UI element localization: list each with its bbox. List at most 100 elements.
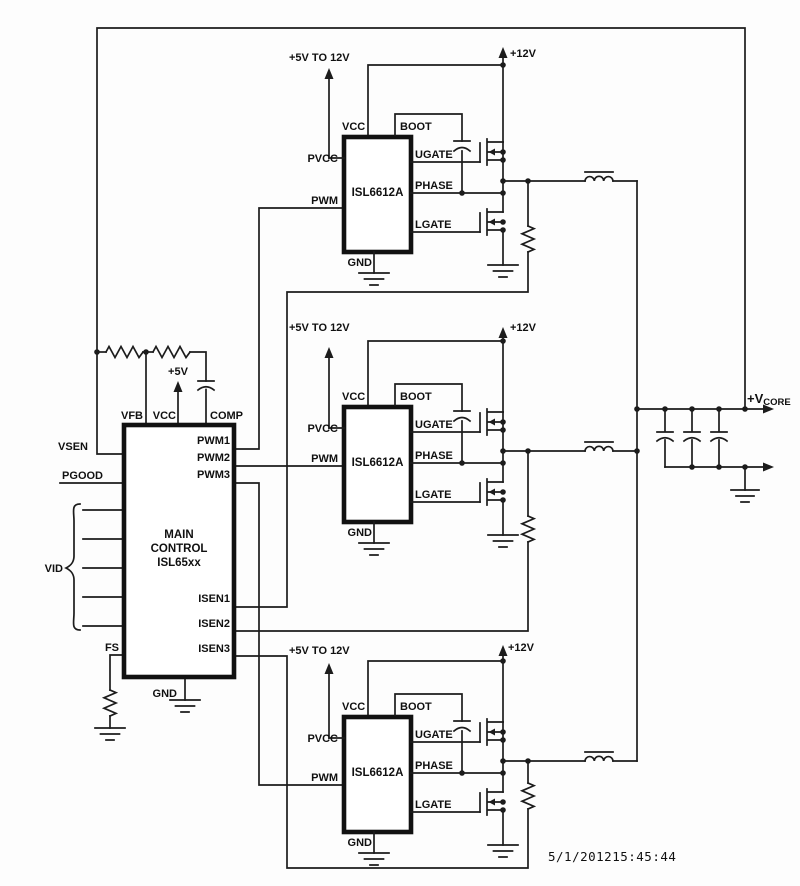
pvcc-supply-label-3: +5V TO 12V — [289, 645, 350, 657]
plus12v-arrow-icon — [498, 645, 508, 656]
pin-label-pvcc: PVCC — [307, 153, 338, 165]
vcc-tie-wire — [367, 340, 504, 408]
lower-mosfet — [479, 788, 504, 816]
vid-brace — [64, 503, 81, 631]
vsen-feedback-wire — [96, 27, 746, 455]
controller-left-pins — [59, 482, 126, 741]
pin-label-vsen: VSEN — [58, 441, 88, 453]
driver-ic-name: ISL6612A — [352, 187, 404, 199]
driver-ic-body — [341, 714, 414, 835]
mosfet-arrow-icon — [488, 148, 495, 156]
fs-resistor — [101, 688, 119, 718]
pin-label-pgood: PGOOD — [62, 470, 103, 482]
comp-capacitor — [196, 380, 216, 392]
pin-label-pvcc: PVCC — [307, 423, 338, 435]
driver-block-2: VCC BOOT PVCC UGATE PHASE LGATE GND ISL6… — [307, 383, 638, 556]
pin-label-phase: PHASE — [415, 760, 453, 772]
vcore-label: +VCORE — [747, 391, 791, 408]
isen1-resistor — [519, 224, 537, 254]
pin-label-pwm2: PWM2 — [197, 452, 230, 464]
upper-mosfet — [479, 138, 504, 166]
pvcc-arrow-icon — [324, 68, 334, 79]
boot-capacitor — [452, 140, 472, 194]
pin-label-vfb: VFB — [121, 410, 143, 422]
isen1-wire — [233, 251, 529, 608]
pin-label-gnd: GND — [153, 688, 178, 700]
boot-wire — [394, 113, 463, 142]
pin-label-lgate: LGATE — [415, 799, 451, 811]
ground-symbol — [358, 272, 390, 286]
vcc-supply-label-1: +12V — [510, 48, 537, 60]
pwm-label-2: PWM — [311, 453, 338, 465]
inductor — [584, 751, 614, 762]
ground-symbol — [358, 852, 390, 866]
isen-routing — [233, 180, 537, 869]
pin-label-ugate: UGATE — [415, 729, 453, 741]
phase3-supplies — [324, 645, 508, 739]
pin-label-phase: PHASE — [415, 180, 453, 192]
timestamp: 5/1/201215:45:44 — [548, 849, 676, 864]
driver-ic-name: ISL6612A — [352, 457, 404, 469]
driver-ic-body — [341, 134, 414, 255]
pvcc-supply-label-2: +5V TO 12V — [289, 322, 350, 334]
isen2-wire — [233, 541, 529, 632]
phase2-supplies — [324, 327, 508, 429]
isen3-resistor — [519, 781, 537, 811]
controller-name-line1: MAIN — [164, 529, 193, 541]
controller-bottom — [169, 676, 201, 713]
ground-symbol — [169, 699, 201, 713]
pin-label-ugate: UGATE — [415, 149, 453, 161]
bulk-capacitor — [682, 408, 702, 468]
ground-symbol — [94, 727, 126, 741]
lower-mosfet — [479, 208, 504, 236]
pin-label-boot: BOOT — [400, 391, 432, 403]
vcc-supply-label-2: +12V — [510, 322, 537, 334]
driver-block-1: VCC BOOT PVCC UGATE PHASE LGATE GND ISL6… — [307, 113, 638, 286]
pin-label-isen3: ISEN3 — [198, 643, 230, 655]
pvcc-arrow-icon — [324, 347, 334, 358]
upper-mosfet — [479, 408, 504, 436]
fs-wire — [109, 654, 125, 691]
output-network — [636, 180, 774, 762]
ground-symbol — [487, 844, 519, 858]
pin-label-vcc: VCC — [342, 391, 365, 403]
mosfet-arrow-icon — [488, 798, 495, 806]
isen2-resistor — [519, 514, 537, 544]
pin-label-fs: FS — [105, 642, 119, 654]
junction-dots — [94, 62, 748, 664]
plus5v-arrow-icon — [173, 381, 183, 392]
pwm3-route — [233, 482, 345, 786]
boot-wire — [394, 383, 463, 412]
pwm-label-1: PWM — [311, 195, 338, 207]
mosfet-arrow-icon — [488, 488, 495, 496]
vcc-tie-wire — [367, 660, 504, 718]
controller-name-line3: ISL65xx — [157, 557, 201, 569]
node-wire — [189, 351, 207, 382]
pin-label-gnd: GND — [348, 257, 373, 269]
return-arrow-icon — [763, 462, 774, 472]
inductor — [584, 441, 614, 452]
comp-resistor — [151, 344, 192, 360]
pin-label-pvcc: PVCC — [307, 733, 338, 745]
pin-label-vcc: VCC — [153, 410, 176, 422]
boot-capacitor — [452, 410, 472, 464]
pwm1-route — [233, 207, 345, 450]
pin-label-boot: BOOT — [400, 121, 432, 133]
pin-label-vid: VID — [45, 563, 63, 575]
pin-label-pwm3: PWM3 — [197, 469, 230, 481]
pvcc-supply-label-1: +5V TO 12V — [289, 52, 350, 64]
pvcc-arrow-icon — [324, 663, 334, 674]
pin-label-vcc: VCC — [342, 121, 365, 133]
driver-block-3: VCC BOOT PVCC UGATE PHASE LGATE GND ISL6… — [307, 693, 638, 866]
driver-ic-name: ISL6612A — [352, 767, 404, 779]
pin-label-gnd: GND — [348, 837, 373, 849]
lower-mosfet — [479, 478, 504, 506]
pin-label-comp: COMP — [210, 410, 243, 422]
pin-label-isen2: ISEN2 — [198, 618, 230, 630]
controller-block: MAIN CONTROL ISL65xx VFB VCC COMP +5V VS… — [45, 366, 243, 700]
pin-label-lgate: LGATE — [415, 489, 451, 501]
pwm-label-3: PWM — [311, 772, 338, 784]
pin-label-pwm1: PWM1 — [197, 435, 230, 447]
controller-name-line2: CONTROL — [151, 543, 208, 555]
